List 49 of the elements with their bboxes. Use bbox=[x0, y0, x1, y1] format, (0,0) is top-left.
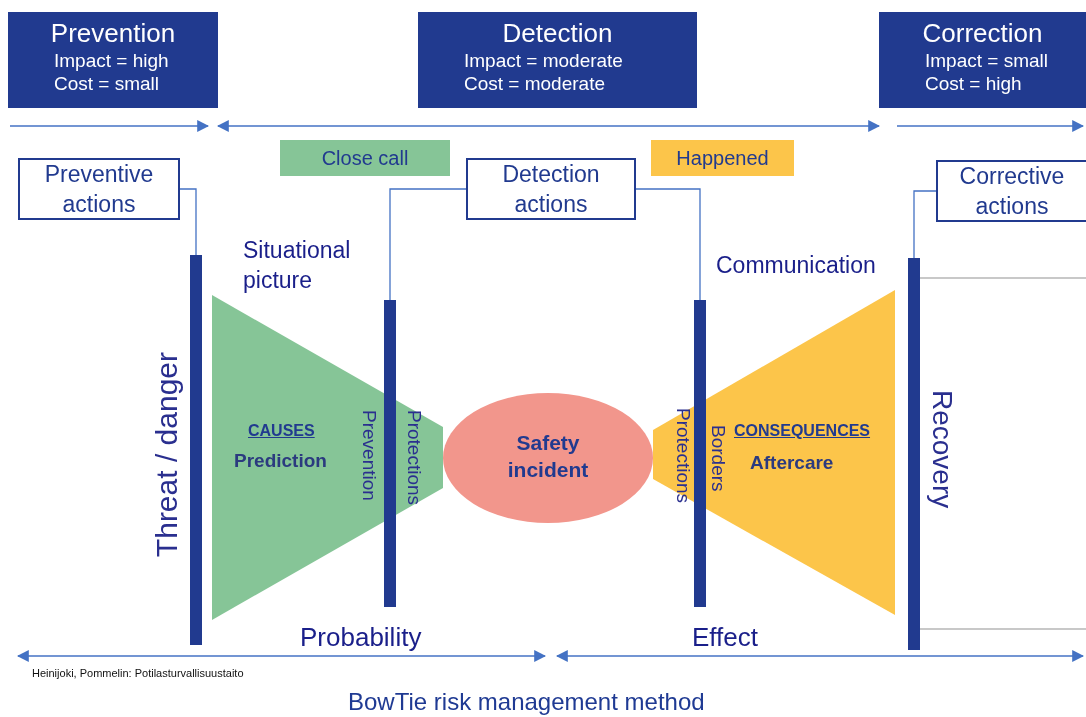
label-text: Situational picture bbox=[243, 236, 352, 295]
status-label: Close call bbox=[321, 146, 409, 170]
status-label: Happened bbox=[676, 146, 769, 170]
rotated-label: Borders bbox=[707, 425, 729, 492]
phase-title: Prevention bbox=[49, 18, 177, 49]
barrier-bar bbox=[190, 255, 202, 645]
leader-line bbox=[389, 188, 467, 301]
action-label: Detection actions bbox=[501, 160, 601, 219]
phase-title: Correction bbox=[921, 18, 1044, 49]
section-label: Aftercare bbox=[750, 452, 834, 474]
status-tag bbox=[280, 140, 450, 176]
incident-label: Safety incident bbox=[506, 430, 590, 483]
action-box bbox=[466, 158, 636, 220]
rotated-label: Protections bbox=[672, 408, 694, 504]
leader-line bbox=[179, 188, 197, 256]
section-heading: CONSEQUENCES bbox=[734, 422, 871, 440]
leader-line bbox=[913, 190, 937, 259]
phase-header bbox=[879, 12, 1086, 108]
phase-title: Detection bbox=[501, 18, 614, 49]
rotated-label: Recovery bbox=[926, 390, 958, 509]
action-box bbox=[18, 158, 180, 220]
causes-triangle bbox=[212, 295, 443, 620]
diagram-caption: BowTie risk management method bbox=[348, 688, 705, 716]
axis-label: Probability bbox=[300, 622, 422, 653]
section-heading: CAUSES bbox=[248, 422, 315, 440]
action-box bbox=[936, 160, 1086, 222]
rotated-label: Prevention bbox=[358, 410, 380, 501]
status-tag bbox=[651, 140, 794, 176]
rotated-label: Threat / danger bbox=[150, 352, 184, 558]
phase-header bbox=[8, 12, 218, 108]
consequences-triangle bbox=[653, 290, 895, 615]
leader-line bbox=[635, 188, 701, 301]
phase-detail: Cost = high bbox=[925, 72, 1023, 95]
barrier-bar bbox=[908, 258, 920, 650]
action-label: Corrective actions bbox=[958, 162, 1066, 221]
phase-detail: Impact = moderate bbox=[464, 49, 624, 72]
rotated-label: Protections bbox=[403, 410, 425, 506]
incident-ellipse bbox=[443, 393, 653, 523]
phase-detail: Impact = small bbox=[925, 49, 1049, 72]
phase-detail: Cost = small bbox=[54, 72, 161, 95]
axis-label: Effect bbox=[692, 622, 758, 653]
phase-detail: Cost = moderate bbox=[464, 72, 606, 95]
phase-detail: Impact = high bbox=[54, 49, 170, 72]
label-text: Communication bbox=[716, 252, 876, 279]
action-label: Preventive actions bbox=[43, 160, 155, 219]
section-label: Prediction bbox=[234, 450, 327, 472]
source-credit: Heinijoki, Pommelin: Potilasturvallisuustaito bbox=[32, 667, 244, 679]
arrow bbox=[216, 120, 881, 132]
phase-header bbox=[418, 12, 697, 108]
